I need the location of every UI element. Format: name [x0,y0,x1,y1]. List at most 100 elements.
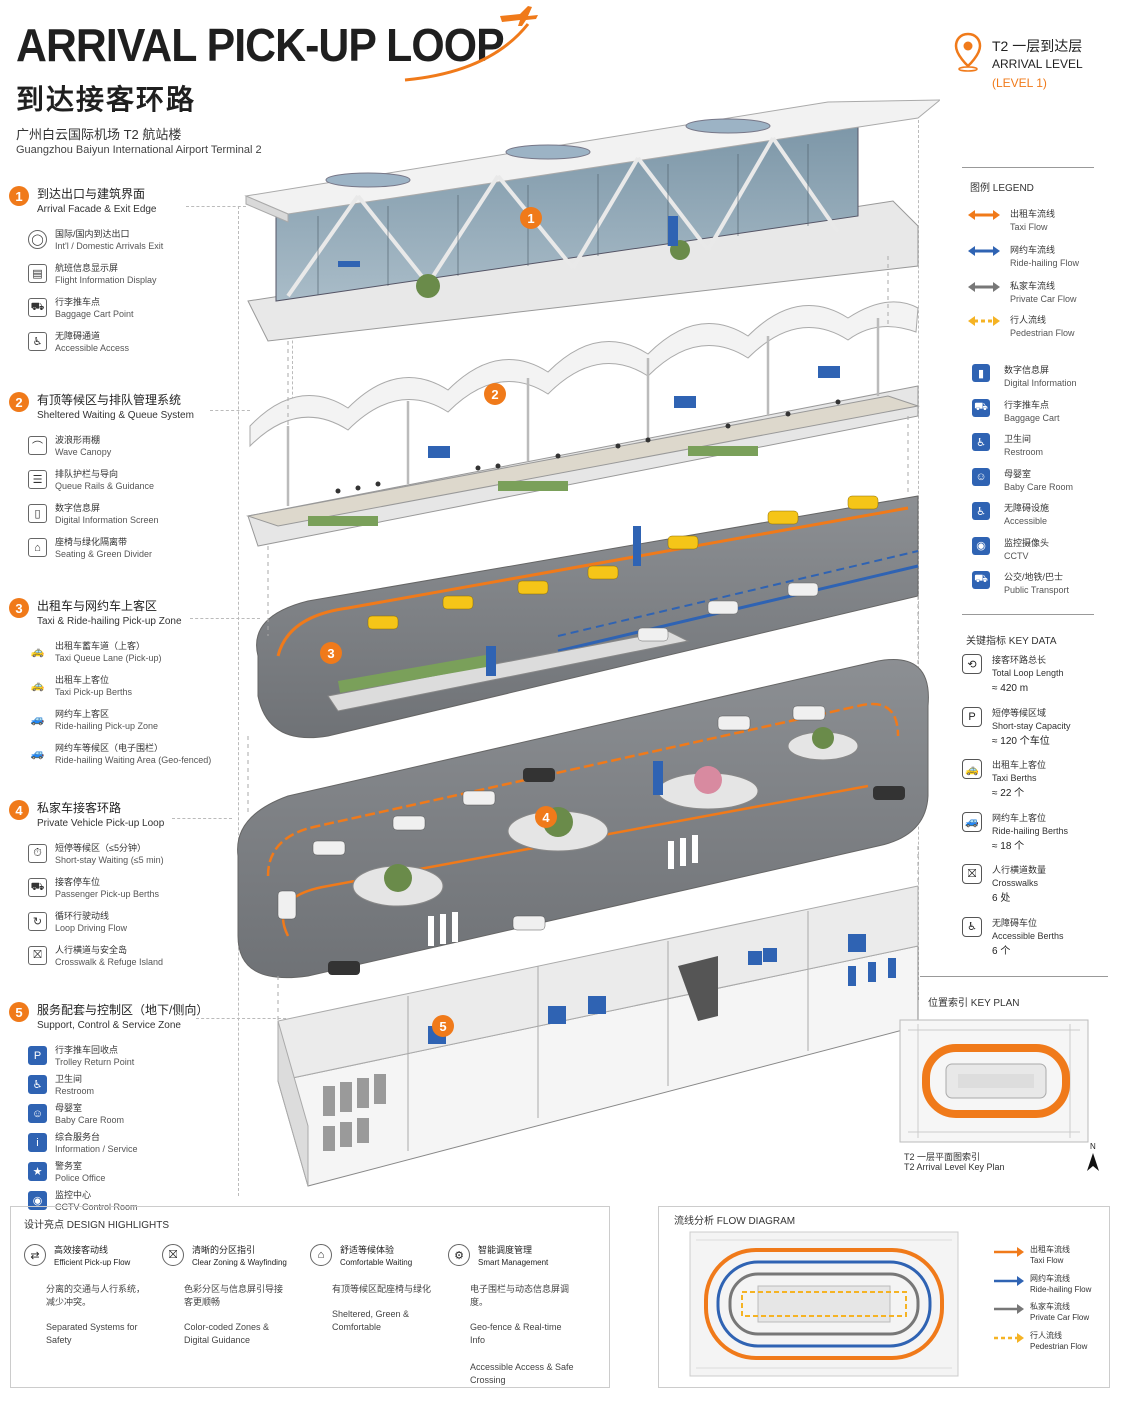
legend-flow-row: 出租车流线 Taxi Flow [968,208,1098,234]
highlight-column: ⇄ 高效接客动线 Efficient Pick-up Flow 分离的交通与人行… [24,1244,174,1347]
level-badge-en: ARRIVAL LEVEL [992,57,1083,71]
layer-canopy-waiting [246,301,920,547]
page-title: ARRIVAL PICK-UP LOOP [16,19,505,71]
section-title-cn: 私家车接客环路 [37,801,122,815]
highlight-body-cn: 电子围栏与动态信息屏调度。 [470,1284,570,1307]
legend-icon-cn: 母婴室 [1004,468,1032,479]
highlight-body-en: Sheltered, Green & Comfortable [332,1309,410,1332]
item-label-cn: 监控中心 [55,1190,92,1200]
taxi-berth-icon: 🚕 [30,680,45,692]
item-label-en: Flight Information Display [55,275,157,285]
section-title-en: Support, Control & Service Zone [37,1020,181,1031]
highlight-column: ⚙ 智能调度管理 Smart Management 电子围栏与动态信息屏调度。 … [448,1244,598,1387]
key-data-cn: 接客环路总长 [992,655,1047,665]
passenger-icon: ⛟ [28,878,47,897]
section-item: ⌂ 座椅与绿化隔离带 Seating & Green Divider [28,536,228,564]
section-item: ⛟ 行李推车点 Baggage Cart Point [28,296,228,324]
key-data-row: ⟲ 接客环路总长 Total Loop Length ≈ 420 m [962,654,1102,695]
legend-flow-row: 私家车流线 Private Car Flow [968,280,1098,306]
legend-flow-en: Taxi Flow [1010,222,1048,232]
legend-icon-en: Restroom [1004,447,1044,457]
key-data-cn: 短停等候区域 [992,707,1047,718]
highlight-body-en2: Accessible Access & Safe Crossing [470,1362,574,1385]
zoning-icon: ⛝ [162,1244,184,1266]
legend-icon-row: ▮ 数字信息屏 Digital Information [968,364,1098,390]
legend-icon-en: Baggage Cart [1004,412,1060,423]
accessible-icon: ♿ [972,502,990,520]
item-label-en: Crosswalk & Refuge Island [55,957,164,967]
item-label-en: Ride-hailing Pick-up Zone [55,721,159,731]
item-label-en: Police Office [55,1173,106,1183]
legend-icon-en: CCTV [1004,550,1029,561]
item-label-en: Taxi Queue Lane (Pick-up) [55,653,162,663]
baby-care-icon: ☺ [972,467,990,486]
legend-flow-cn: 网约车流线 [1010,245,1056,255]
page-title-cn: 到达接客环路 [16,84,197,115]
section-item: i 综合服务台 Information / Service [28,1131,228,1159]
legend-flow-cn: 私家车流线 [1010,281,1056,291]
taxi-icon: 🚕 [30,646,45,658]
item-label-cn: 人行横道与安全岛 [55,945,128,955]
loop-icon: ↻ [28,912,47,931]
item-label-en: Taxi Pick-up Berths [55,687,133,697]
item-label-cn: 网约车上客区 [55,709,110,719]
guide-line [292,320,293,410]
marker-3: 3 [320,642,342,664]
crosswalk-icon: ⛝ [28,946,47,965]
level-badge-level: (LEVEL 1) [992,76,1047,90]
item-label-cn: 接客停车位 [55,877,101,887]
section-item: ⛟ 接客停车位 Passenger Pick-up Berths [28,876,228,904]
key-data-value: ≈ 22 个 [992,788,1025,799]
item-label-en: Ride-hailing Waiting Area (Geo-fenced) [55,755,212,765]
item-label-cn: 循环行驶动线 [55,911,110,921]
item-label-en: Information / Service [55,1144,138,1154]
legend-icon-row: ⛟ 行李推车点 Baggage Cart [968,398,1098,425]
section-number: 3 [9,598,29,618]
item-label-en: Baggage Cart Point [55,309,134,319]
section-item: ↻ 循环行驶动线 Loop Driving Flow [28,910,228,938]
key-data-row: ♿ 无障碍车位 Accessible Berths 6 个 [962,916,1102,958]
flow-legend-en: Taxi Flow [1030,1256,1064,1265]
section-item: ◉ 监控中心 CCTV Control Room [28,1189,228,1217]
section-item: ◯ 国际/国内到达出口 Int'l / Domestic Arrivals Ex… [28,228,228,256]
key-data-en: Short-stay Capacity [992,720,1071,731]
flow-legend-row: 行人流线 Pedestrian Flow [994,1330,1087,1352]
legend-icon-row: ◉ 监控摄像头 CCTV [968,536,1098,563]
bus-icon: ⛟ [972,571,990,589]
flow-arrow-icon [994,1332,1024,1343]
legend-flow-row: 网约车流线 Ride-hailing Flow [968,244,1098,270]
waiting-icon: ⌂ [310,1244,332,1266]
item-label-cn: 行李推车回收点 [55,1045,119,1055]
highlight-body-en: Color-coded Zones & Digital Guidance [184,1322,270,1345]
section-item: 🚕 出租车蓄车道（上客） Taxi Queue Lane (Pick-up) [28,640,228,668]
key-data-row: 🚕 出租车上客位 Taxi Berths ≈ 22 个 [962,759,1102,800]
item-label-cn: 短停等候区（≤5分钟） [55,843,146,853]
parking-icon: P [28,1046,47,1065]
screen-icon: ▯ [28,504,47,523]
taxi-berth-icon: 🚕 [962,759,982,779]
flow-arrow-icon [968,210,1000,220]
section-item: ⏱ 短停等候区（≤5分钟） Short-stay Waiting (≤5 min… [28,842,228,870]
item-label-en: Queue Rails & Guidance [55,481,155,491]
flow-legend-en: Pedestrian Flow [1030,1341,1088,1351]
highlight-body-cn: 色彩分区与信息屏引导接客更顺畅 [184,1284,284,1307]
subtitle-en: Guangzhou Baiyun International Airport T… [16,144,262,156]
wheelchair-icon: ♿ [28,332,47,351]
capacity-icon: P [962,706,982,727]
flow-diagram-panel [658,1206,1110,1388]
highlight-column: ⛝ 清晰的分区指引 Clear Zoning & Wayfinding 色彩分区… [162,1244,312,1347]
cart-icon: ⛟ [28,298,47,317]
flow-arrow-icon [994,1275,1024,1286]
section-number: 4 [9,800,29,820]
key-data-title: 关键指标 KEY DATA [966,636,1057,647]
highlight-title-en: Comfortable Waiting [340,1258,413,1267]
section-number: 2 [9,392,29,412]
section-item: ♿ 无障碍通道 Accessible Access [28,330,228,358]
plane-swoosh-icon [404,6,538,82]
legend-icon-en: Digital Information [1004,378,1077,388]
section-title-en: Sheltered Waiting & Queue System [37,410,194,421]
highlights-title: 设计亮点 DESIGN HIGHLIGHTS [24,1220,170,1231]
legend-icon-en: Baby Care Room [1004,481,1074,492]
item-label-en: Baby Care Room [55,1115,125,1125]
north-label: N [1090,1142,1096,1151]
